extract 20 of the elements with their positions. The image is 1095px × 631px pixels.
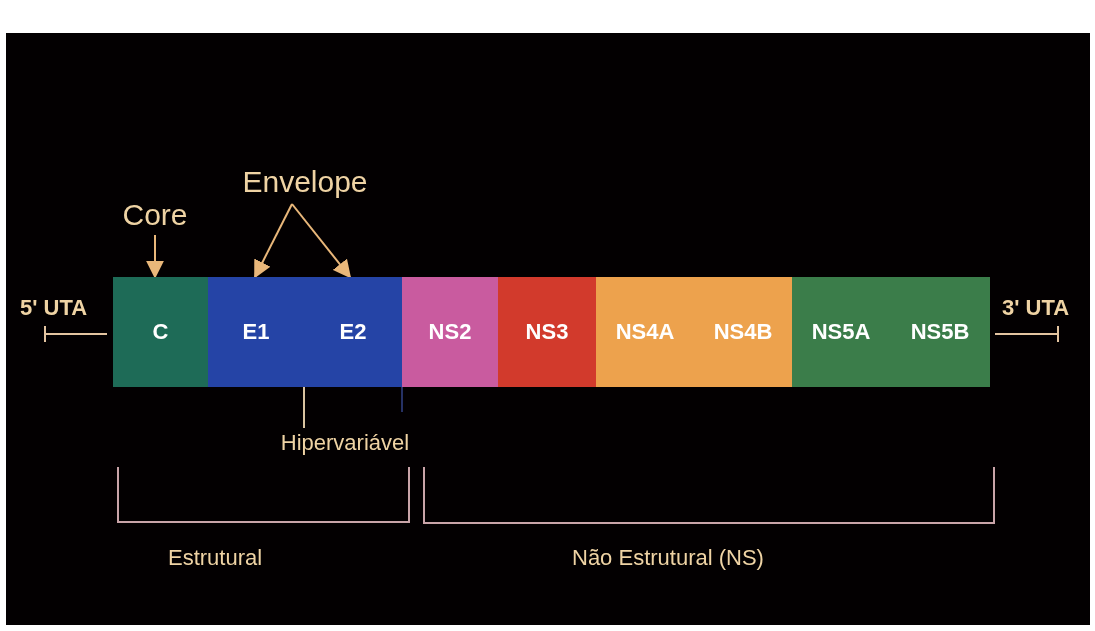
genome-segment: E1	[208, 277, 304, 387]
genome-segment: NS4A	[596, 277, 694, 387]
annotation-label: Hipervariável	[280, 430, 410, 456]
genome-segment: NS2	[402, 277, 498, 387]
genome-segment: NS5A	[792, 277, 890, 387]
utr-label: 5' UTA	[20, 295, 88, 321]
arrow	[291, 203, 352, 279]
genome-segment: NS3	[498, 277, 596, 387]
genome-segment: NS4B	[694, 277, 792, 387]
region-label: Estrutural	[168, 545, 263, 571]
annotation-label: Envelope	[242, 165, 368, 199]
leader-line	[303, 386, 305, 429]
region-label: Não Estrutural (NS)	[572, 545, 764, 571]
genome-segment: E2	[304, 277, 402, 387]
arrow	[146, 234, 164, 279]
annotation-label: Core	[122, 198, 188, 232]
genome-segment: NS5B	[890, 277, 990, 387]
arrow	[254, 203, 293, 279]
genome-segment: C	[113, 277, 208, 387]
utr-label: 3' UTA	[1002, 295, 1070, 321]
